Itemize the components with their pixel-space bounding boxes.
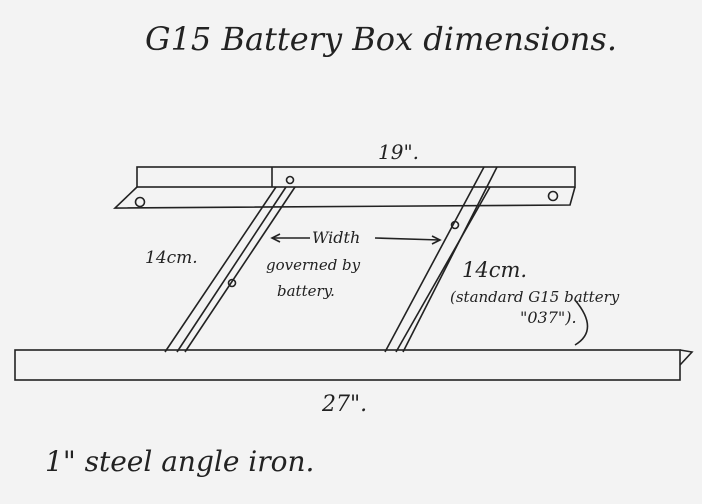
- annotation-arc: [574, 299, 589, 346]
- material-label: 1" steel angle iron.: [45, 445, 315, 478]
- battery-note: (standard G15 battery: [450, 288, 620, 306]
- width-arrow: [270, 233, 442, 245]
- left-leg-label: 14cm.: [145, 248, 198, 268]
- bottom-rail: [14, 349, 694, 381]
- battery-note-2: "037").: [520, 308, 577, 327]
- width-label-3: battery.: [277, 282, 335, 300]
- right-leg: [384, 166, 498, 353]
- left-leg: [164, 186, 296, 353]
- width-label: Width: [312, 228, 361, 247]
- top-rail: [112, 166, 576, 209]
- width-label-2: governed by: [266, 256, 361, 274]
- right-leg-label: 14cm.: [462, 258, 528, 282]
- bottom-length-label: 27".: [322, 392, 368, 417]
- top-length-label: 19".: [378, 140, 420, 164]
- page-title: G15 Battery Box dimensions.: [145, 20, 617, 58]
